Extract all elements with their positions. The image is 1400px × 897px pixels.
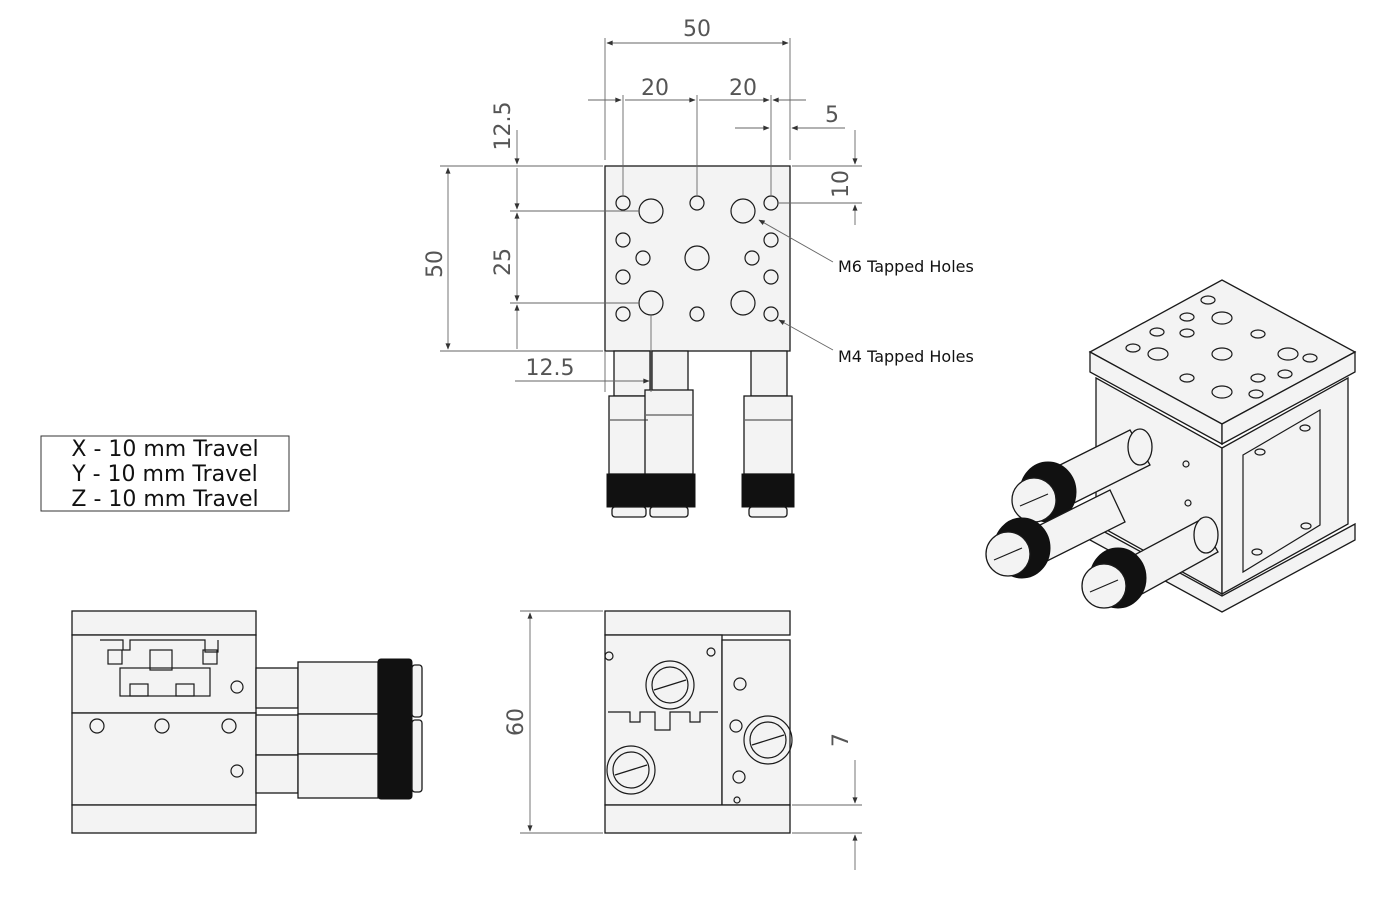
dim-base-thickness: 7 [792,733,862,870]
dim-label: 20 [641,76,669,101]
callout-m6: M6 Tapped Holes [758,219,974,276]
micrometer-heads-top [606,350,795,518]
travel-y: Y - 10 mm Travel [71,462,258,487]
top-plate-holes [615,195,779,322]
dim-label: 12.5 [491,102,516,151]
dim-edge-offset: 5 [735,103,845,131]
iso-micrometers [985,428,1219,609]
top-plate [604,165,791,352]
dim-label: 12.5 [526,356,575,381]
travel-table: X - 10 mm Travel Y - 10 mm Travel Z - 10… [40,435,290,512]
travel-z: Z - 10 mm Travel [71,487,258,512]
dim-label: 20 [729,76,757,101]
callout-m4-label: M4 Tapped Holes [838,347,974,366]
m6-hole [730,198,756,224]
dim-label: 50 [683,17,711,42]
m6-hole [730,290,756,316]
dim-side-view-height: 60 [504,610,603,834]
dim-label: 7 [829,733,854,747]
isometric-view [985,279,1357,613]
dim-label: 50 [423,250,448,278]
dim-overall-width: 50 [604,17,791,160]
callout-m4: M4 Tapped Holes [778,319,974,366]
front-view: 60 7 [504,610,862,870]
dim-label: 5 [825,103,839,128]
dim-side-offset: 10 [778,130,862,225]
dim-hole-spacing: 20 20 [588,76,806,196]
dim-label: 60 [504,708,529,736]
iso-top-holes [1125,295,1318,399]
top-view: 50 20 20 5 10 [423,17,974,518]
callout-m6-label: M6 Tapped Holes [838,257,974,276]
travel-x: X - 10 mm Travel [71,437,258,462]
m6-hole [684,245,710,271]
dim-label: 10 [829,170,854,198]
side-view [71,610,423,834]
dim-top-offset: 12.5 [491,102,520,165]
dim-overall-height: 50 [423,165,603,352]
dim-m6-spacing: 25 [491,168,640,349]
dim-bottom-offset: 12.5 [515,315,652,392]
dim-label: 25 [491,248,516,276]
